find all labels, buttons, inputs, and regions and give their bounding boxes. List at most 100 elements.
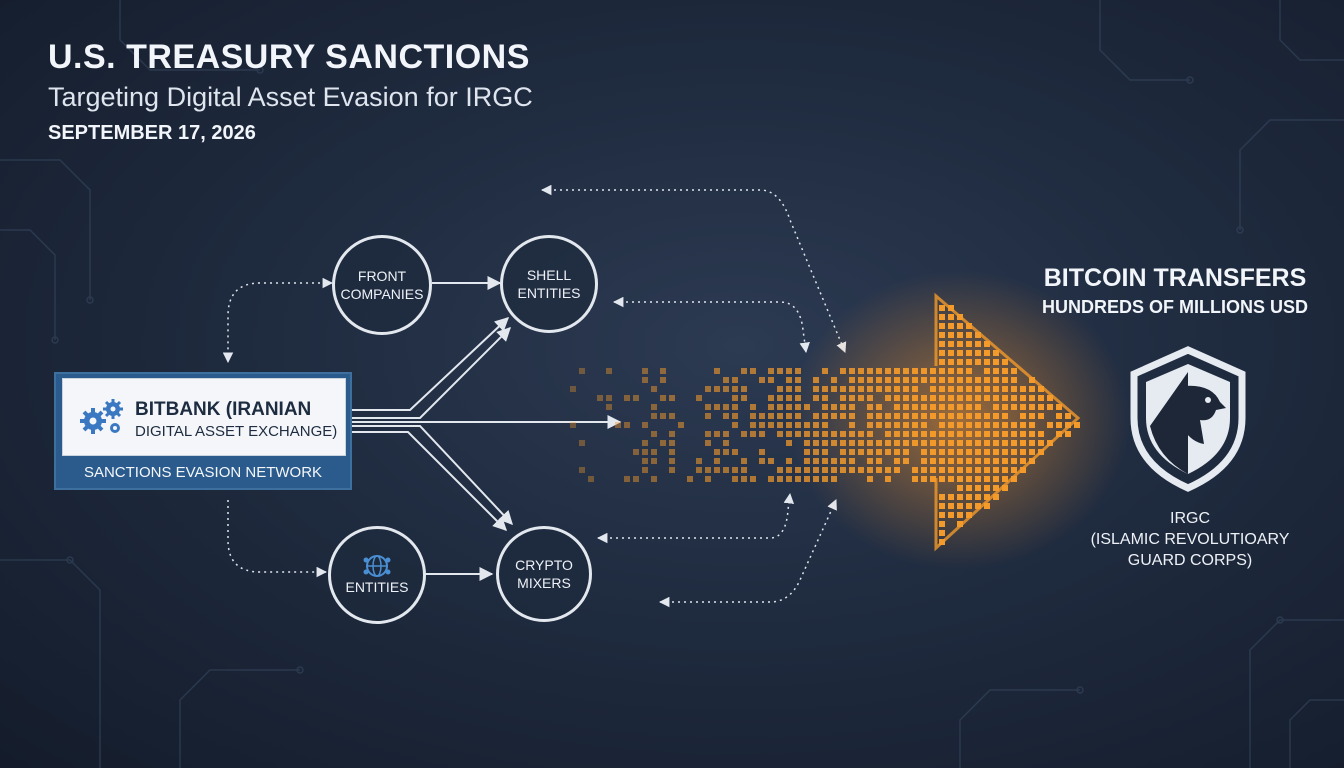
arrow-pixel [831, 458, 837, 464]
arrow-pixel [1002, 485, 1008, 491]
arrow-pixel [948, 323, 954, 329]
arrow-pixel [993, 485, 999, 491]
arrow-pixel [984, 422, 990, 428]
arrow-pixel [993, 440, 999, 446]
arrow-pixel [984, 449, 990, 455]
arrow-pixel [957, 449, 963, 455]
arrow-pixel [975, 494, 981, 500]
arrow-pixel [984, 503, 990, 509]
arrow-pixel [885, 476, 891, 482]
node-front-companies-line2: COMPANIES [340, 286, 424, 302]
arrow-pixel [1029, 386, 1035, 392]
arrow-pixel [966, 476, 972, 482]
arrow-pixel [948, 368, 954, 374]
arrow-pixel [885, 368, 891, 374]
arrow-pixel [867, 386, 873, 392]
arrow-pixel [957, 422, 963, 428]
arrow-pixel [642, 440, 648, 446]
arrow-pixel [1020, 440, 1026, 446]
arrow-pixel [1002, 386, 1008, 392]
arrow-pixel [921, 413, 927, 419]
arrow-pixel [903, 422, 909, 428]
arrow-pixel [714, 458, 720, 464]
arrow-pixel [948, 503, 954, 509]
arrow-pixel [885, 386, 891, 392]
arrow-pixel [1011, 467, 1017, 473]
arrow-pixel [975, 332, 981, 338]
node-shell-entities-line2: ENTITIES [517, 285, 581, 301]
arrow-pixel [984, 467, 990, 473]
arrow-pixel [894, 368, 900, 374]
arrow-pixel [813, 422, 819, 428]
arrow-pixel [975, 359, 981, 365]
arrow-pixel [768, 458, 774, 464]
arrow-pixel [1020, 404, 1026, 410]
arrow-glow [790, 270, 1130, 570]
arrow-pixel [813, 476, 819, 482]
arrow-pixel [885, 413, 891, 419]
arrow-pixel [948, 449, 954, 455]
arrow-pixel [966, 386, 972, 392]
arrow-pixel [903, 404, 909, 410]
node-crypto-mixers-line1: CRYPTO [515, 557, 573, 573]
arrow-pixel [732, 386, 738, 392]
solid-connectors [352, 276, 622, 581]
arrow-pixel [642, 449, 648, 455]
arrow-pixel [660, 368, 666, 374]
arrow-pixel [1020, 458, 1026, 464]
arrow-pixel [894, 386, 900, 392]
arrow-pixel [786, 377, 792, 383]
arrow-pixel [894, 467, 900, 473]
arrow-pixel [966, 431, 972, 437]
arrow-pixel [669, 458, 675, 464]
arrow-pixel [1029, 431, 1035, 437]
arrow-pixel [732, 404, 738, 410]
arrow-pixel [795, 368, 801, 374]
node-crypto-mixers-line2: MIXERS [517, 575, 571, 591]
arrow-pixel [1038, 395, 1044, 401]
arrow-pixel [939, 539, 945, 545]
arrow-pixel [948, 386, 954, 392]
arrow-pixel [966, 494, 972, 500]
arrow-pixel [1029, 440, 1035, 446]
arrow-pixel [957, 386, 963, 392]
arrow-pixel [975, 377, 981, 383]
arrow-pixel [750, 368, 756, 374]
arrow-pixel [939, 449, 945, 455]
arrow-pixel [732, 377, 738, 383]
arrow-pixel [705, 386, 711, 392]
arrow-pixel [750, 476, 756, 482]
arrow-pixel [741, 368, 747, 374]
arrow-pixel [975, 449, 981, 455]
arrow-pixel [804, 404, 810, 410]
arrow-pixel [966, 332, 972, 338]
arrow-pixel [921, 377, 927, 383]
arrow-pixel [1011, 368, 1017, 374]
arrow-pixel [705, 440, 711, 446]
arrow-pixel [840, 404, 846, 410]
arrow-pixel [939, 350, 945, 356]
arrow-pixel [1056, 404, 1062, 410]
arrow-pixel [669, 413, 675, 419]
arrow-pixel [939, 395, 945, 401]
arrow-pixel [957, 314, 963, 320]
arrow-pixel [912, 404, 918, 410]
arrow-pixel [1020, 431, 1026, 437]
arrow-pixel [921, 440, 927, 446]
arrow-pixel [876, 413, 882, 419]
arrow-pixel [894, 404, 900, 410]
arrow-pixel [579, 368, 585, 374]
arrow-pixel [948, 413, 954, 419]
arrow-pixel [984, 341, 990, 347]
arrow-pixel [741, 467, 747, 473]
arrow-pixel [921, 458, 927, 464]
arrow-pixel [813, 458, 819, 464]
arrow-pixel [948, 305, 954, 311]
arrow-pixel [1029, 404, 1035, 410]
arrow-pixel [930, 386, 936, 392]
arrow-pixel [732, 467, 738, 473]
arrow-pixel [930, 431, 936, 437]
arrow-pixel [795, 377, 801, 383]
arrow-pixel [948, 476, 954, 482]
arrow-pixel [957, 368, 963, 374]
